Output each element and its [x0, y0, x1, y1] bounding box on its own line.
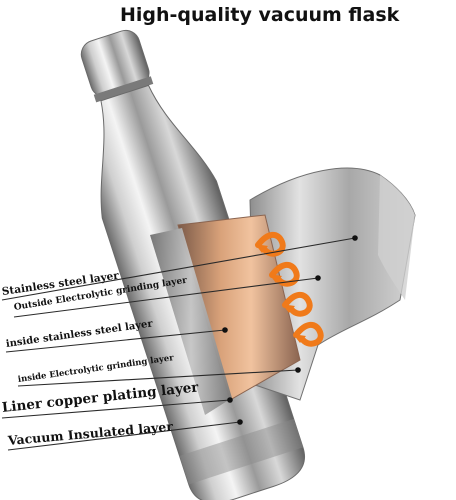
pointer-lines — [1, 237, 356, 451]
pointer-dots — [222, 235, 358, 425]
wavy-arrow-icon — [255, 231, 324, 347]
page-title: High-quality vacuum flask — [120, 4, 400, 26]
